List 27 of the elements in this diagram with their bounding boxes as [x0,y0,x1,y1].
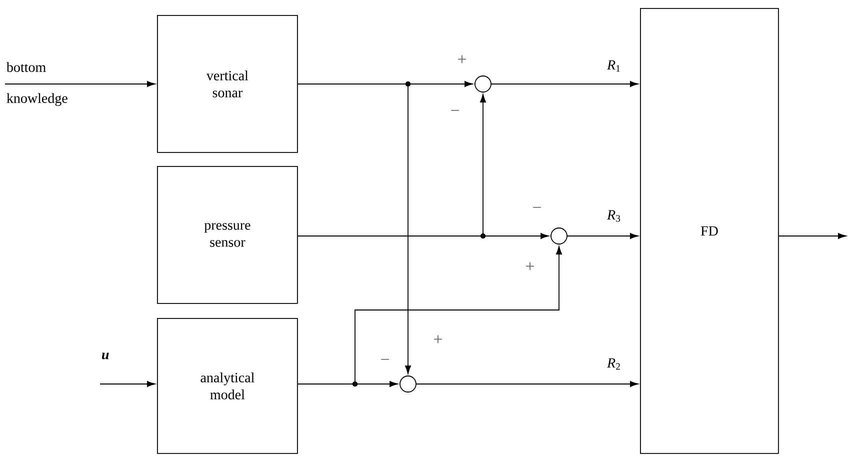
arrow [416,381,638,387]
input-label: bottom knowledge [6,62,68,106]
sign-label: − [533,206,541,208]
arrow [297,94,486,236]
arrow [297,246,562,384]
sign-label: − [451,110,459,111]
arrow [778,233,846,239]
block-box: analytical model [157,318,298,454]
arrow [567,233,638,239]
arrow [100,381,156,387]
input-label: u [102,352,109,360]
sign-label: + [458,55,466,64]
summing-junction [474,76,492,92]
block-box: FD [640,8,779,454]
edge-label: R$_{1}$ [606,59,622,73]
summing-junction [550,228,568,244]
block-box: vertical sonar [157,15,298,153]
edge-label: R$_{3}$ [606,209,622,223]
arrow [297,84,411,374]
arrow [491,81,638,87]
summing-junction [400,376,416,392]
sign-label: + [526,262,534,270]
block-box: pressure sensor [157,166,298,304]
sign-label: + [434,335,442,344]
sign-label: − [381,358,389,360]
arrow [4,81,156,87]
edge-label: R$_{2}$ [606,357,622,371]
